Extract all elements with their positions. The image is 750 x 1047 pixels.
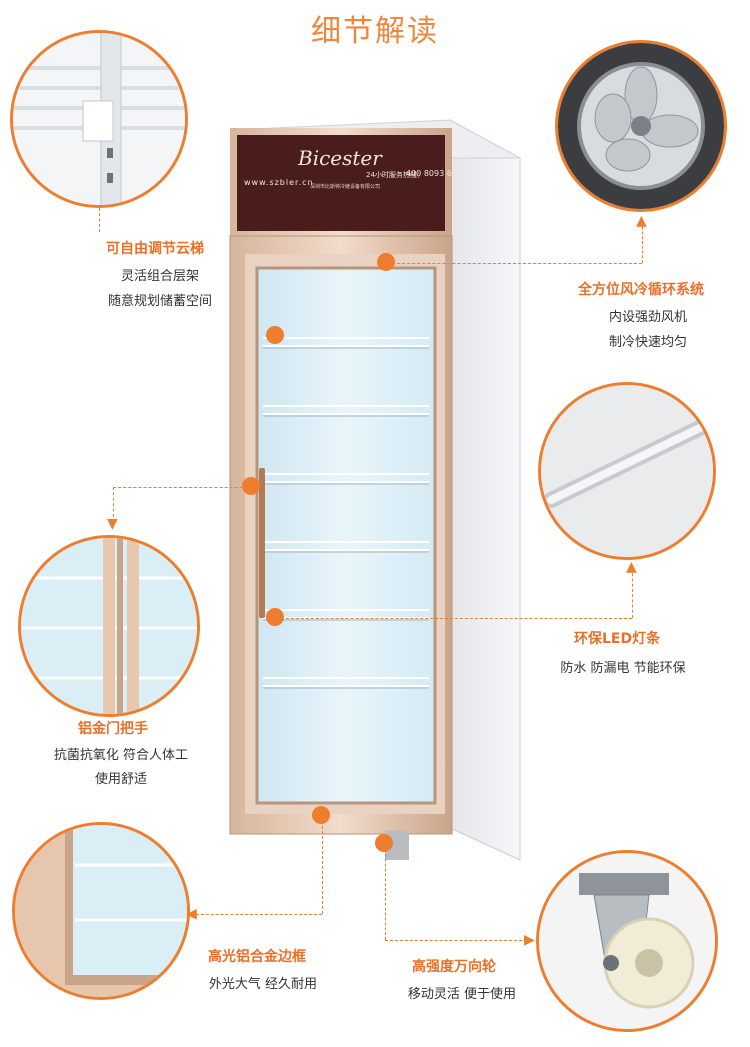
arrow-right-wheel-icon: ▶ xyxy=(524,932,535,948)
hotspot-handle xyxy=(242,477,260,495)
caster-wheel-icon xyxy=(539,853,715,1029)
page-title: 细节解读 xyxy=(311,14,439,49)
feature-desc-handle-2: 使用舒适 xyxy=(94,772,147,787)
fan-icon xyxy=(558,43,724,209)
feature-title-led: 环保LED灯条 xyxy=(574,631,661,647)
door-handle-icon xyxy=(21,538,197,714)
feature-desc-led-1: 防水 防漏电 节能环保 xyxy=(560,661,686,676)
feature-desc-ladder-2: 随意规划储蓄空间 xyxy=(107,294,212,309)
connector-frame-h xyxy=(196,914,322,915)
feature-desc-ladder-1: 灵活组合层架 xyxy=(120,269,199,284)
feature-desc-wheel-1: 移动灵活 便于使用 xyxy=(407,987,517,1002)
arrow-up-led-icon: ▲ xyxy=(626,559,637,575)
connector-led-v xyxy=(632,568,633,618)
feature-title-ladder: 可自由调节云梯 xyxy=(106,241,204,257)
arrow-down-handle-icon: ▼ xyxy=(107,516,118,532)
feature-title-frame: 高光铝合金边框 xyxy=(208,949,306,965)
fan-closeup xyxy=(555,40,727,212)
aluminum-frame-icon xyxy=(15,825,187,997)
connector-frame-v xyxy=(322,816,323,914)
feature-title-wheel: 高强度万向轮 xyxy=(412,959,496,975)
feature-desc-handle-1: 抗菌抗氧化 符合人体工 xyxy=(53,748,189,763)
caster-wheel-closeup xyxy=(536,850,718,1032)
connector-led-h xyxy=(276,618,632,619)
company-name: 深圳市比斯特冷链设备有限公司 xyxy=(310,184,381,190)
connector-wheel-v xyxy=(385,844,386,940)
aluminum-frame-closeup xyxy=(12,822,190,1000)
hotspot-wheel xyxy=(375,834,393,852)
feature-title-handle: 铝金门把手 xyxy=(78,721,148,737)
door-handle xyxy=(259,468,265,618)
feature-desc-frame-1: 外光大气 经久耐用 xyxy=(208,977,318,992)
hotspot-frame xyxy=(312,806,330,824)
fridge-drawing xyxy=(229,119,521,861)
connector-handle-v xyxy=(113,487,114,517)
hotspot-fan xyxy=(377,253,395,271)
feature-title-fan: 全方位风冷循环系统 xyxy=(578,282,704,298)
website-text: www.szbler.cn xyxy=(244,178,314,187)
connector-ladder-v xyxy=(99,208,100,232)
hotline-label: 24小时服务热线： xyxy=(366,171,424,179)
door-handle-closeup xyxy=(18,535,200,717)
connector-fan-h xyxy=(387,263,642,264)
feature-desc-fan-1: 内设强劲风机 xyxy=(608,310,687,325)
shelf-ladder-closeup xyxy=(10,30,188,208)
hotline-number: 400 8093 660 xyxy=(406,169,462,178)
arrow-left-frame-icon: ◀ xyxy=(186,906,197,922)
led-strip-icon xyxy=(541,385,713,557)
feature-desc-fan-2: 制冷快速均匀 xyxy=(608,335,687,350)
shelf-ladder-icon xyxy=(13,33,185,205)
hotspot-led xyxy=(266,608,284,626)
connector-wheel-h xyxy=(385,940,527,941)
arrow-up-fan-icon: ▲ xyxy=(636,213,647,229)
hotspot-ladder xyxy=(266,326,284,344)
fridge-illustration xyxy=(225,118,525,863)
connector-handle-h xyxy=(113,487,253,488)
connector-fan-v xyxy=(642,222,643,263)
led-strip-closeup xyxy=(538,382,716,560)
brand-logo: Bicester xyxy=(298,146,382,170)
header-panel xyxy=(237,135,445,231)
